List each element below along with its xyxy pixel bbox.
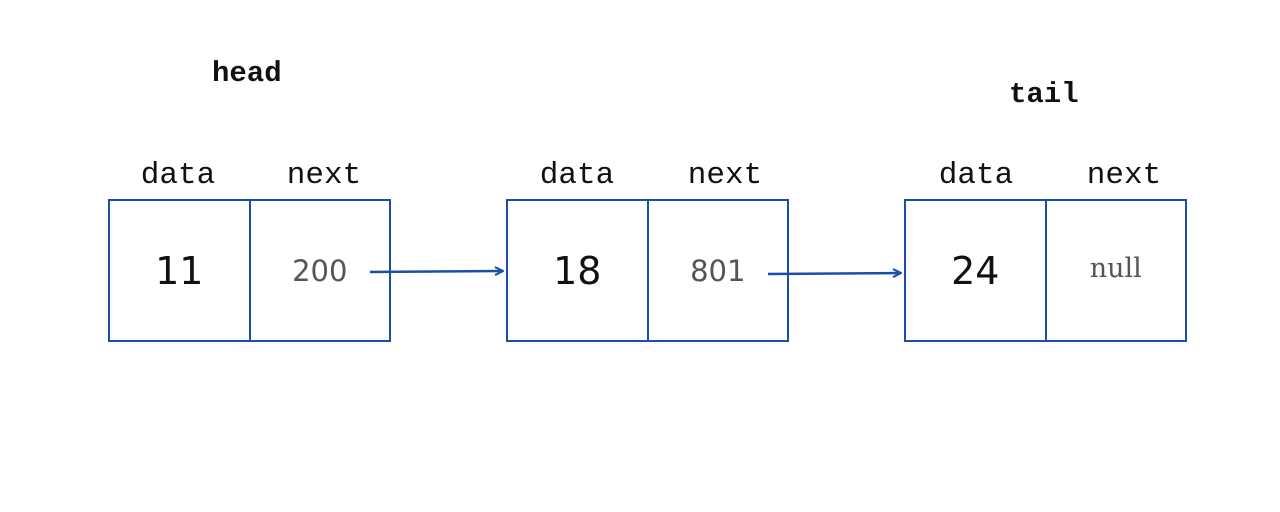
- node-1-next-value: 200: [292, 253, 348, 288]
- node-1-next-label: next: [286, 158, 362, 193]
- node-2-data-value: 18: [508, 201, 649, 340]
- node-3-next-label: next: [1086, 158, 1162, 193]
- node-2-next-value: 801: [690, 253, 746, 288]
- node-3: 24 null: [904, 199, 1187, 342]
- node-1-data-value: 11: [110, 201, 251, 340]
- node-3-data-label: data: [938, 158, 1014, 193]
- node-1-data-label: data: [140, 158, 216, 193]
- node-3-next-value: null: [1089, 253, 1142, 284]
- head-label: head: [212, 57, 282, 90]
- node-2: 18 801: [506, 199, 789, 342]
- tail-label: tail: [1009, 78, 1079, 111]
- node-1: 11 200: [108, 199, 391, 342]
- node-3-data-value: 24: [906, 201, 1047, 340]
- node-2-data-label: data: [539, 158, 615, 193]
- node-2-next-label: next: [687, 158, 763, 193]
